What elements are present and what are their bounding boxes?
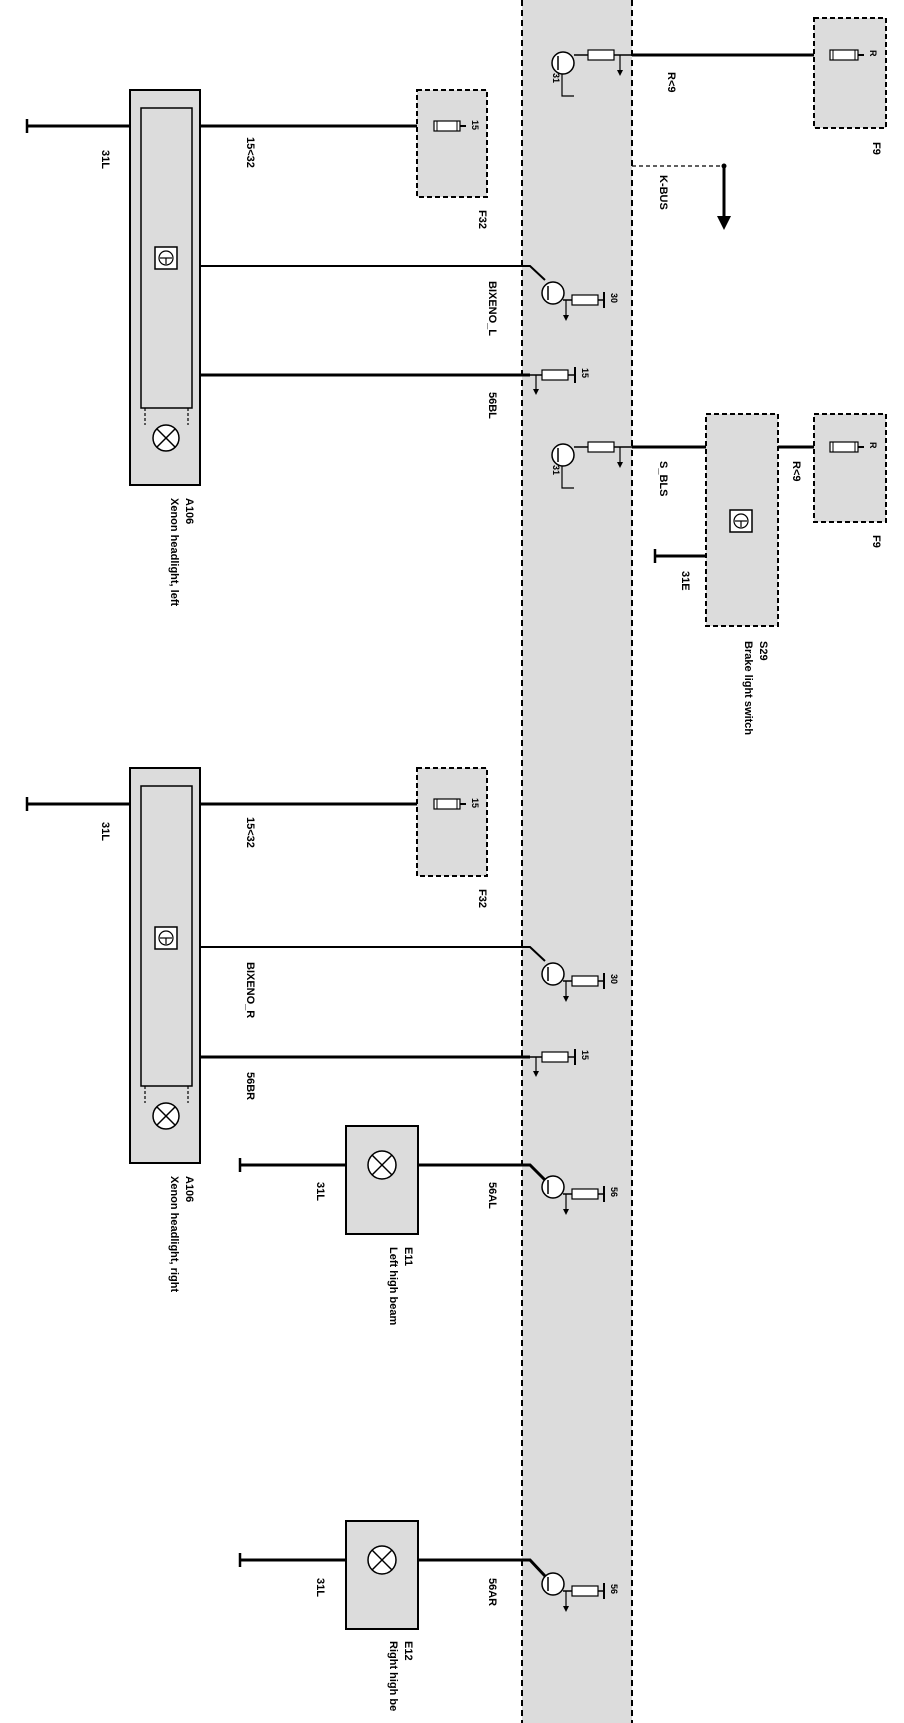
wire-15-32-top: 15<32 [244,137,256,168]
lamp-icon [367,1150,397,1180]
e11-name: Left high beam [387,1247,399,1325]
a106-left-name: Xenon headlight, left [168,498,180,607]
wire-bixeno-l: BIXENO_L [486,281,498,336]
f9-bottom-id: F9 [870,535,882,548]
lamp-icon [152,1102,180,1130]
transistor-icon [541,962,605,1002]
wire-bixeno-r: BIXENO_R [244,962,256,1018]
wire-s-bls: S_BLS [657,461,669,496]
e12-id: E12 [402,1641,414,1661]
wire-31l-2: 31L [99,822,111,841]
pin-15-right: 15 [580,1050,590,1060]
transistor-icon [551,49,632,97]
wire-15-32-bottom: 15<32 [244,817,256,848]
wire-r9-top: R<9 [665,72,677,93]
wire-31l-1: 31L [99,150,111,169]
pin-31-top: 31 [551,73,561,83]
xenon-headlight-left: A106 Xenon headlight, left [129,89,201,607]
control-module-box [522,0,632,1723]
wire-kbus: K-BUS [657,175,669,210]
fuse-f9-bottom: R F9 [813,413,887,548]
wire-31l-4: 31L [314,1578,326,1597]
control-unit-icon [154,246,178,270]
lamp-icon [367,1545,397,1575]
f32-top-pin: 15 [470,120,480,130]
s29-name: Brake light switch [742,641,754,735]
pin-56-e12: 56 [609,1584,619,1594]
transistor-icon [541,1572,605,1612]
wire-r9-bottom: R<9 [790,461,802,482]
transistor-icon [551,441,632,489]
pin-30-right: 30 [609,974,619,984]
wire-31e: 31E [679,571,691,591]
wire-56al: 56AL [486,1182,498,1209]
f32-bottom-id: F32 [476,889,488,908]
s29-id: S29 [757,641,769,661]
wire-56ar: 56AR [486,1578,498,1606]
pin-31-brake: 31 [551,465,561,475]
switch-icon [729,509,753,533]
transistor-icon [541,281,605,321]
f9-bottom-pin: R [868,442,878,449]
right-high-beam: E12 Right high be [345,1520,419,1711]
resistor-icon [530,1049,576,1077]
f32-bottom-pin: 15 [470,798,480,808]
fuse-f32-top: 15 F32 [416,89,488,229]
kbus-arrow-icon [717,216,731,230]
xenon-headlight-right: A106 Xenon headlight, right [129,767,201,1292]
brake-light-switch: S29 Brake light switch [705,413,779,735]
transistor-icon [541,1175,605,1215]
f9-top-id: F9 [870,142,882,155]
left-high-beam: E11 Left high beam [345,1125,419,1325]
e11-id: E11 [402,1247,414,1266]
e12-name: Right high be [387,1641,399,1711]
fuse-f32-bottom: 15 F32 [416,767,488,908]
a106-right-name: Xenon headlight, right [168,1176,180,1292]
control-unit-icon [154,926,178,950]
pin-30-left: 30 [609,293,619,303]
fuse-f9-top: R F9 [813,17,887,155]
a106-left-id: A106 [183,498,195,524]
f9-top-pin: R [868,50,878,57]
f32-top-id: F32 [476,210,488,229]
a106-right-id: A106 [183,1176,195,1202]
wire-56bl: 56BL [486,392,498,419]
resistor-icon [530,367,576,395]
pin-15-left: 15 [580,368,590,378]
pin-56-e11: 56 [609,1187,619,1197]
wire-31l-3: 31L [314,1182,326,1201]
wire-56br: 56BR [244,1072,256,1100]
lamp-icon [152,424,180,452]
